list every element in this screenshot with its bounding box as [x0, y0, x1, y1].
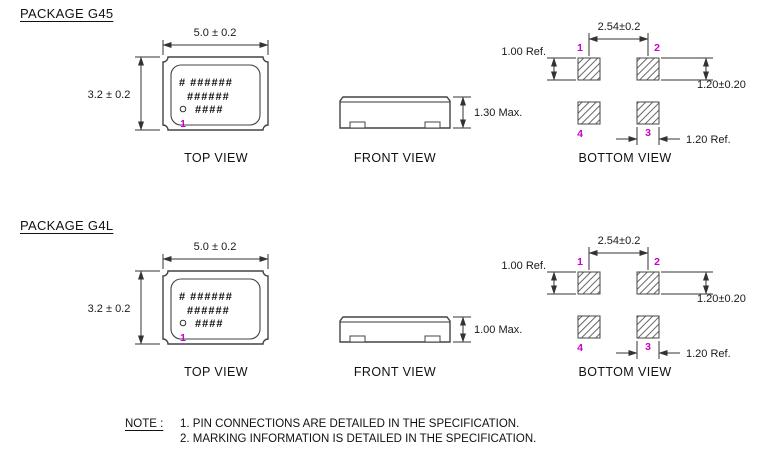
g4l-pin1-dot-icon — [179, 319, 187, 327]
g4l-front-view-drawing: 1.00 Max. — [339, 316, 522, 343]
g45-front-view-drawing: 1.30 Max. — [339, 96, 522, 129]
g4l-pitch-dimension: 2.54±0.2 — [588, 235, 649, 270]
g4l-pad-width-dimension: 1.20 Ref. — [616, 341, 731, 360]
g4l-pad-3 — [636, 315, 660, 339]
g4l-marking-line-2: ###### — [187, 305, 230, 317]
g45-pad-4 — [577, 101, 601, 125]
g4l-topview-pin1-number: 1 — [180, 332, 186, 344]
g4l-topview-height-dimension: 3.2 ± 0.2 — [88, 270, 160, 345]
g4l-pitch-dim-text: 2.54±0.2 — [598, 235, 641, 247]
g4l-bottom-view-drawing: 2.54±0.2 1.00 Ref. 1.20±0.20 1.20 Ref. 1… — [501, 235, 746, 360]
g45-topview-height-dim-text: 3.2 ± 0.2 — [88, 89, 131, 101]
g45-marking-line-2: ###### — [187, 91, 230, 103]
g45-pad-width-dimension: 1.20 Ref. — [616, 127, 731, 146]
note-item-2: 2. MARKING INFORMATION IS DETAILED IN TH… — [180, 433, 537, 445]
g45-topview-width-dim-text: 5.0 ± 0.2 — [194, 27, 237, 39]
g4l-left-ref-dimension: 1.00 Ref. — [501, 260, 576, 295]
g45-bottom-view-label: BOTTOM VIEW — [578, 151, 672, 165]
g4l-pad-width-dim-text: 1.20 Ref. — [686, 348, 731, 360]
g4l-pad-1 — [577, 271, 601, 295]
g45-pitch-dim-text: 2.54±0.2 — [598, 21, 641, 33]
g4l-bottom-pin-numbers: 1 2 4 3 — [577, 256, 660, 354]
g45-pad-3 — [636, 101, 660, 125]
g45-pad-width-dim-text: 1.20 Ref. — [686, 134, 731, 146]
g4l-top-view-label: TOP VIEW — [184, 365, 248, 379]
g45-package-body-outline — [162, 56, 269, 131]
g45-bottom-view-drawing: 2.54±0.2 1.00 Ref. 1.20±0.20 1.20 Ref. 1… — [501, 21, 746, 146]
g45-pad-height-dim-text: 1.20±0.20 — [697, 79, 746, 91]
g45-topview-height-dimension: 3.2 ± 0.2 — [88, 56, 160, 131]
g45-bottom-pin-numbers: 1 2 4 3 — [577, 42, 660, 140]
g4l-marking-area: # ###### ###### #### — [179, 291, 233, 330]
g4l-topview-height-dim-text: 3.2 ± 0.2 — [88, 303, 131, 315]
g45-front-view-label: FRONT VIEW — [353, 151, 437, 165]
g45-pin-number-2: 2 — [654, 42, 660, 54]
g4l-front-height-dim-text: 1.00 Max. — [474, 324, 522, 336]
g4l-pin-number-2: 2 — [654, 256, 660, 268]
g4l-pad-4 — [577, 315, 601, 339]
g4l-package-body-outline — [162, 270, 269, 345]
g45-pad-height-dimension: 1.20±0.20 — [661, 57, 746, 91]
g45-top-view-drawing: 5.0 ± 0.2 3.2 ± 0.2 # ###### ###### ####… — [88, 27, 269, 131]
g45-front-body — [339, 96, 451, 129]
g4l-pin-number-3: 3 — [645, 341, 651, 353]
g45-bottom-pads — [577, 57, 660, 125]
g45-topview-width-dimension: 5.0 ± 0.2 — [162, 27, 269, 55]
g4l-pin-number-1: 1 — [577, 256, 583, 268]
g4l-pad-2 — [636, 271, 660, 295]
g45-pad-1 — [577, 57, 601, 81]
g45-pitch-dimension: 2.54±0.2 — [588, 21, 649, 56]
g45-left-ref-dim-text: 1.00 Ref. — [501, 46, 546, 58]
g45-pin1-dot-icon — [179, 105, 187, 113]
g4l-front-view-label: FRONT VIEW — [353, 365, 437, 379]
g4l-bottom-view-label: BOTTOM VIEW — [578, 365, 672, 379]
g4l-pad-height-dimension: 1.20±0.20 — [661, 271, 746, 305]
package-g45-title: PACKAGE G45 — [20, 6, 114, 21]
g4l-pad-height-dim-text: 1.20±0.20 — [697, 293, 746, 305]
package-g4l-title: PACKAGE G4L — [20, 218, 114, 233]
g4l-front-body — [339, 316, 451, 343]
g45-marking-line-3: #### — [195, 104, 223, 116]
g4l-pin-number-4: 4 — [577, 342, 583, 354]
g45-pin-number-3: 3 — [645, 127, 651, 139]
g45-marking-line-1: # ###### — [179, 77, 233, 89]
g4l-marking-line-1: # ###### — [179, 291, 233, 303]
g4l-top-view-drawing: 5.0 ± 0.2 3.2 ± 0.2 # ###### ###### ####… — [88, 241, 269, 345]
g45-left-ref-dimension: 1.00 Ref. — [501, 46, 576, 81]
g45-front-height-dim-text: 1.30 Max. — [474, 107, 522, 119]
g45-front-height-dimension: 1.30 Max. — [453, 96, 522, 129]
g45-topview-pin1-number: 1 — [180, 118, 186, 130]
g4l-left-ref-dim-text: 1.00 Ref. — [501, 260, 546, 272]
g4l-topview-width-dimension: 5.0 ± 0.2 — [162, 241, 269, 269]
g45-pin-number-1: 1 — [577, 42, 583, 54]
g45-marking-area: # ###### ###### #### — [179, 77, 233, 116]
g4l-marking-line-3: #### — [195, 318, 223, 330]
g4l-bottom-pads — [577, 271, 660, 339]
note-item-1: 1. PIN CONNECTIONS ARE DETAILED IN THE S… — [180, 418, 520, 430]
g45-pin-number-4: 4 — [577, 128, 583, 140]
g4l-front-height-dimension: 1.00 Max. — [453, 316, 522, 343]
g45-pad-2 — [636, 57, 660, 81]
g4l-topview-width-dim-text: 5.0 ± 0.2 — [194, 241, 237, 253]
note-label: NOTE : — [125, 418, 164, 430]
g45-top-view-label: TOP VIEW — [184, 151, 248, 165]
